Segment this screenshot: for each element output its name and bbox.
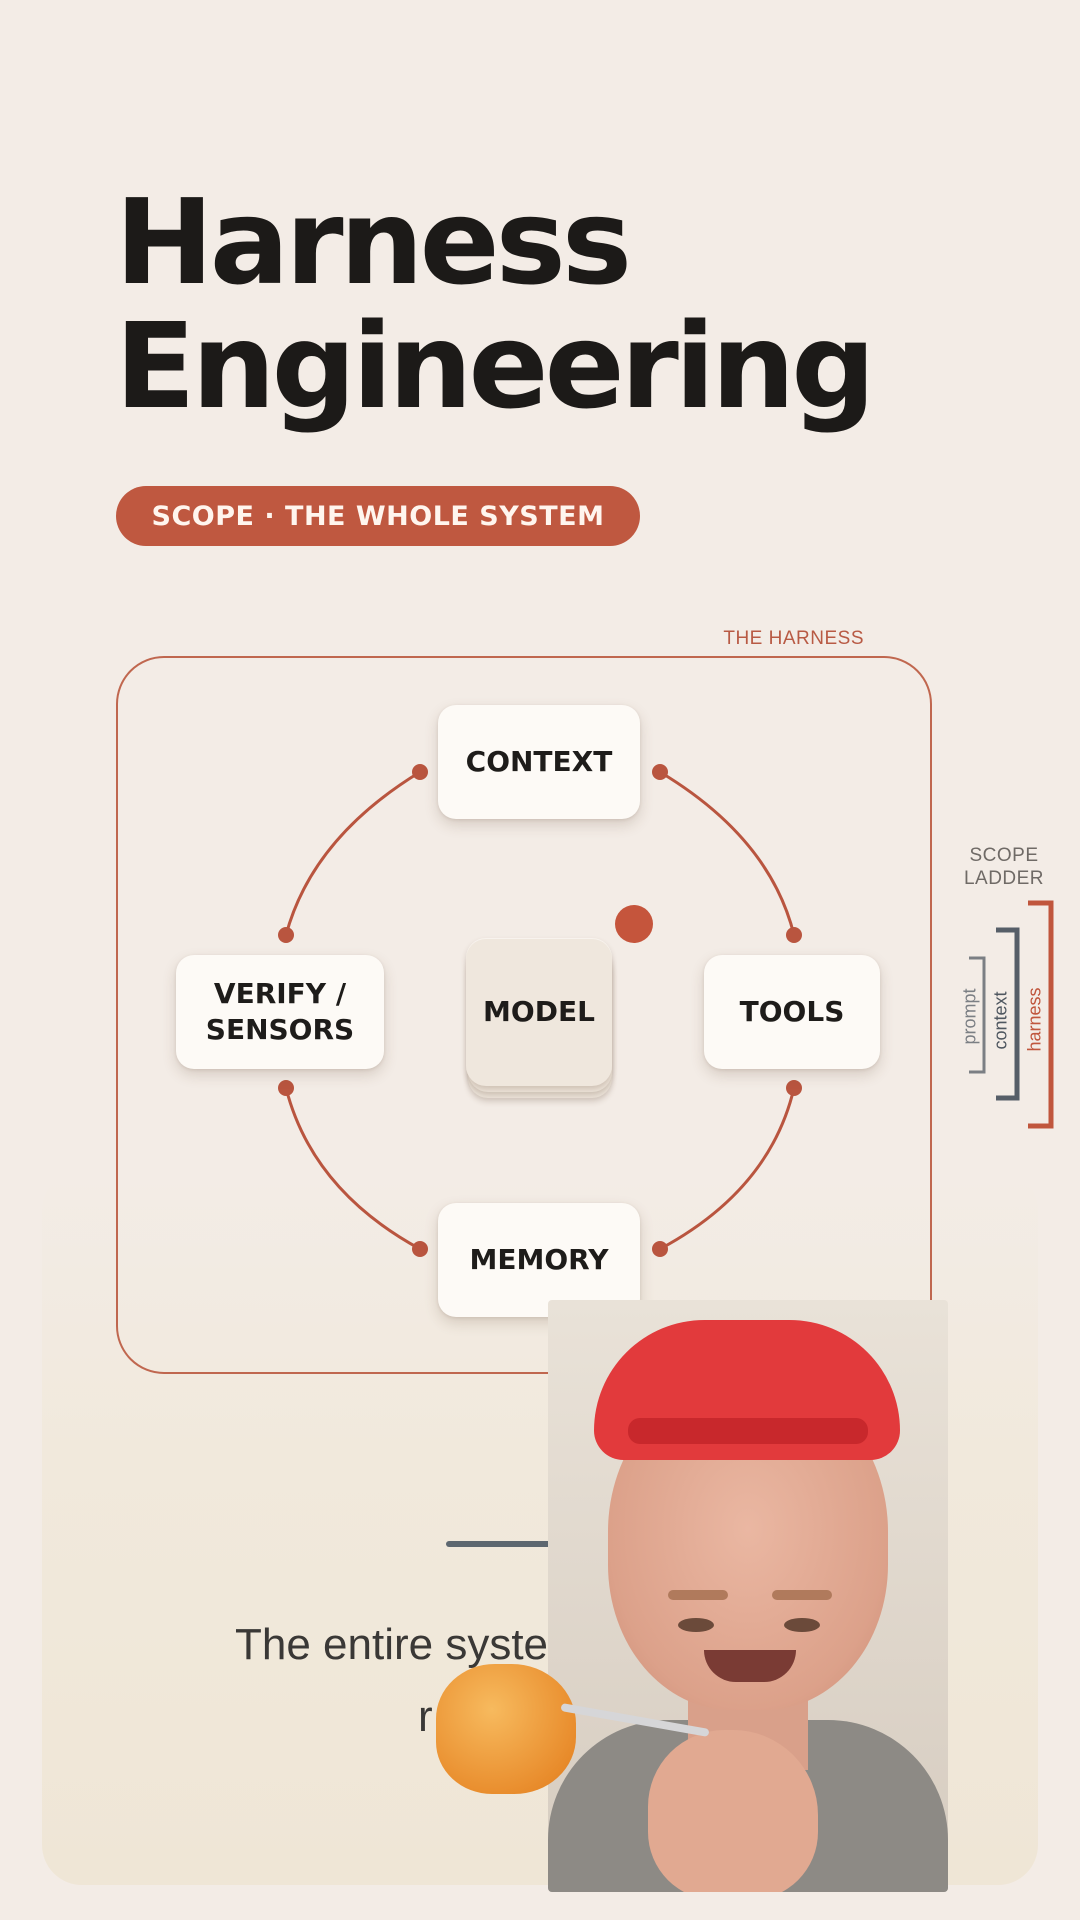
connector-dot [652,1241,668,1257]
presenter-eye [678,1618,714,1632]
ladder-level-harness: harness [1024,987,1045,1052]
ladder-bracket-harness [1028,900,1054,1129]
connector-tools-memory [659,1087,796,1251]
connector-dot [652,764,668,780]
ladder-bracket-prompt [969,956,986,1074]
connector-dot [412,764,428,780]
scope-badge: SCOPE · THE WHOLE SYSTEM [116,486,640,546]
scope-ladder-title: SCOPE LADDER [963,845,1045,889]
connector-dot [278,927,294,943]
connector-dot [786,1080,802,1096]
connector-dot [412,1241,428,1257]
node-context: CONTEXT [438,705,640,819]
caption-line-2: r [418,1692,433,1741]
node-tools: TOOLS [704,955,880,1069]
caption-line-1: The entire syste [235,1620,549,1669]
page-title: Harness Engineering [115,173,876,435]
orbit-marker-dot [615,905,653,943]
section-divider [446,1541,594,1547]
presenter-brow [668,1590,728,1600]
ladder-level-context: context [990,991,1011,1050]
connector-dot [786,927,802,943]
page-title-line-2: Engineering [115,297,876,435]
connector-memory-verify [284,1087,421,1251]
presenter-cap-band [628,1418,868,1444]
ladder-bracket-context [996,927,1020,1101]
presenter-mouth [704,1650,796,1682]
presenter-hand [648,1730,818,1892]
orange-fruit [436,1664,576,1794]
node-verify-sensors: VERIFY / SENSORS [176,955,384,1069]
connector-dot [278,1080,294,1096]
node-model: MODEL [466,938,612,1086]
node-memory: MEMORY [438,1203,640,1317]
connector-context-tools [659,770,796,936]
presenter-video-overlay [548,1300,948,1892]
connector-verify-context [284,770,421,936]
harness-boundary [116,656,932,1374]
harness-label: THE HARNESS [723,628,864,649]
presenter-brow [772,1590,832,1600]
presenter-eye [784,1618,820,1632]
ladder-level-prompt: prompt [959,988,980,1045]
page-title-line-1: Harness [115,173,632,311]
